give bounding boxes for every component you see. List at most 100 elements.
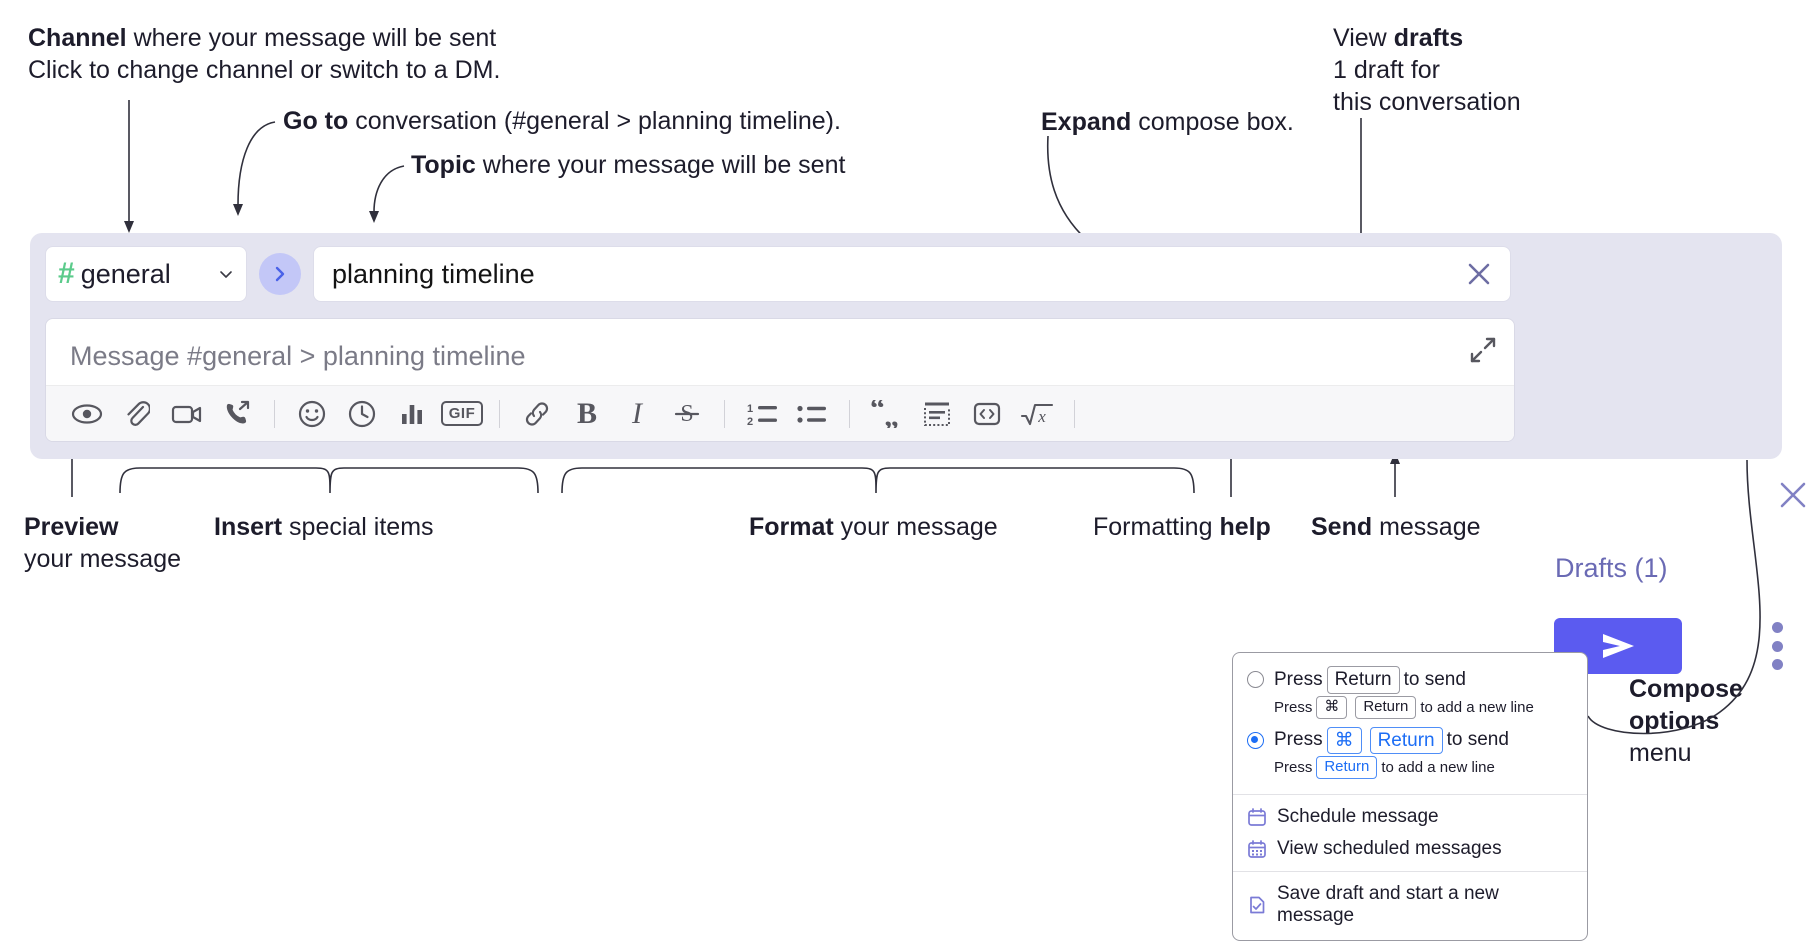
reminder-clock-icon[interactable] bbox=[337, 393, 387, 435]
send-option-cmd-return[interactable]: Press ⌘ Return to send bbox=[1233, 724, 1587, 756]
key-return: Return bbox=[1326, 666, 1400, 694]
annotation-send: Send message bbox=[1311, 511, 1481, 543]
drafts-link[interactable]: Drafts (1) bbox=[1555, 553, 1668, 583]
kebab-dot bbox=[1771, 622, 1783, 633]
annotation-channel-sub: Click to change channel or switch to a D… bbox=[28, 56, 501, 84]
latex-icon[interactable]: x bbox=[1012, 393, 1062, 435]
kebab-dot bbox=[1771, 659, 1783, 670]
annotation-preview: Preview bbox=[24, 511, 119, 543]
key-return: Return bbox=[1316, 756, 1378, 779]
menu-item-schedule-message[interactable]: Schedule message bbox=[1233, 801, 1587, 833]
goto-conversation-button[interactable] bbox=[259, 253, 301, 295]
annotation-drafts-line3: this conversation bbox=[1333, 88, 1521, 116]
formatting-help-icon[interactable] bbox=[1087, 393, 1137, 435]
toolbar-separator bbox=[274, 399, 275, 428]
key-command: ⌘ bbox=[1316, 695, 1348, 719]
expand-diagonal-icon[interactable] bbox=[1468, 335, 1498, 365]
attachment-icon[interactable] bbox=[112, 393, 162, 435]
hint-tail-text: to add a new line bbox=[1381, 759, 1495, 777]
toolbar-separator bbox=[724, 399, 725, 428]
menu-item-label: Schedule message bbox=[1277, 806, 1439, 827]
hint-lead-text: Press bbox=[1274, 759, 1313, 777]
radio-unselected-icon[interactable] bbox=[1247, 671, 1264, 689]
annotation-help-prefix: Formatting bbox=[1093, 513, 1220, 541]
annotation-topic-bold: Topic bbox=[411, 151, 476, 179]
menu-divider bbox=[1233, 794, 1587, 795]
send-shortcut-options: Press Return to send Press ⌘ Return to a… bbox=[1233, 663, 1587, 788]
annotation-format: Format your message bbox=[749, 511, 998, 543]
annotation-drafts: View drafts bbox=[1333, 22, 1463, 54]
annotation-channel-rest: where your message will be sent bbox=[126, 24, 497, 52]
svg-text:1: 1 bbox=[747, 403, 753, 415]
annotation-preview-line2: your message bbox=[24, 545, 182, 573]
annotation-expand-rest: compose box. bbox=[1131, 108, 1294, 136]
message-input-placeholder[interactable]: Message #general > planning timeline bbox=[70, 341, 526, 371]
emoji-icon[interactable] bbox=[287, 393, 337, 435]
svg-text:“: “ bbox=[870, 400, 885, 425]
radio-tail-text: to send bbox=[1403, 668, 1466, 690]
annotation-channel: Channel where your message will be sent bbox=[28, 22, 496, 54]
svg-text:2: 2 bbox=[747, 416, 753, 427]
annotation-drafts-prefix: View bbox=[1333, 24, 1394, 52]
link-icon[interactable] bbox=[512, 393, 562, 435]
svg-text:x: x bbox=[1037, 407, 1046, 426]
annotation-expand: Expand compose box. bbox=[1041, 106, 1294, 138]
menu-item-label: Save draft and start a new message bbox=[1277, 883, 1499, 926]
channel-selector[interactable]: # general bbox=[45, 246, 247, 302]
gif-label: GIF bbox=[440, 401, 484, 426]
send-option-return-hint: Press ⌘ Return to add a new line bbox=[1233, 695, 1587, 724]
toolbar-separator bbox=[849, 399, 850, 428]
send-paper-plane-icon bbox=[1603, 634, 1634, 658]
compose-options-menu: Press Return to send Press ⌘ Return to a… bbox=[1232, 652, 1588, 941]
message-editor[interactable]: Message #general > planning timeline bbox=[45, 318, 1515, 442]
annotation-help-bold: help bbox=[1219, 513, 1271, 541]
code-block-icon[interactable] bbox=[912, 393, 962, 435]
annotation-goto-rest: conversation (#general > planning timeli… bbox=[348, 107, 841, 135]
send-option-return[interactable]: Press Return to send bbox=[1233, 663, 1587, 695]
compose-panel: # general planning timeline Message #gen… bbox=[30, 233, 1806, 674]
annotation-compose-options-l2: options bbox=[1629, 705, 1719, 737]
hash-icon: # bbox=[58, 257, 75, 290]
chevron-down-icon bbox=[220, 271, 232, 278]
toolbar-separator bbox=[1074, 399, 1075, 428]
annotation-format-bold: Format bbox=[749, 513, 834, 541]
close-icon[interactable] bbox=[1462, 257, 1496, 291]
annotation-topic: Topic where your message will be sent bbox=[411, 149, 845, 181]
bold-icon[interactable]: B bbox=[576, 396, 597, 430]
annotation-send-bold: Send bbox=[1311, 513, 1373, 541]
menu-item-view-scheduled-messages[interactable]: View scheduled messages bbox=[1233, 833, 1587, 865]
annotation-compose-options-l3: menu bbox=[1629, 739, 1692, 767]
compose-options-button[interactable] bbox=[1766, 622, 1788, 670]
channel-name-label: general bbox=[80, 258, 171, 289]
annotation-send-rest: message bbox=[1372, 513, 1481, 541]
huddle-icon[interactable] bbox=[212, 393, 262, 435]
annotation-format-rest: your message bbox=[833, 513, 998, 541]
svg-text:„: „ bbox=[884, 400, 899, 428]
italic-icon[interactable]: I bbox=[632, 396, 642, 430]
inline-code-icon[interactable] bbox=[962, 393, 1012, 435]
menu-item-save-draft[interactable]: Save draft and start a new message bbox=[1233, 878, 1587, 932]
hint-lead-text: Press bbox=[1274, 698, 1313, 716]
annotation-drafts-line2: 1 draft for bbox=[1333, 56, 1440, 84]
file-check-icon bbox=[1250, 896, 1265, 914]
preview-icon[interactable] bbox=[62, 393, 112, 435]
radio-tail-text: to send bbox=[1446, 729, 1509, 751]
bulleted-list-icon[interactable] bbox=[787, 393, 837, 435]
calendar-icon bbox=[1248, 808, 1266, 826]
gif-icon[interactable]: GIF bbox=[437, 393, 487, 435]
radio-selected-icon[interactable] bbox=[1247, 731, 1264, 749]
menu-divider bbox=[1233, 871, 1587, 872]
annotation-insert: Insert special items bbox=[214, 511, 434, 543]
close-icon[interactable] bbox=[1776, 478, 1810, 512]
annotation-help: Formatting help bbox=[1093, 511, 1271, 543]
annotation-compose-options-line2: options bbox=[1629, 707, 1720, 735]
calendar-grid-icon bbox=[1248, 840, 1266, 858]
topic-field[interactable]: planning timeline bbox=[313, 246, 1511, 302]
poll-bars-icon[interactable] bbox=[387, 393, 437, 435]
strikethrough-icon[interactable]: S bbox=[662, 393, 712, 435]
blockquote-icon[interactable]: “„ bbox=[862, 393, 912, 435]
hint-tail-text: to add a new line bbox=[1420, 698, 1534, 716]
video-icon[interactable] bbox=[162, 393, 212, 435]
